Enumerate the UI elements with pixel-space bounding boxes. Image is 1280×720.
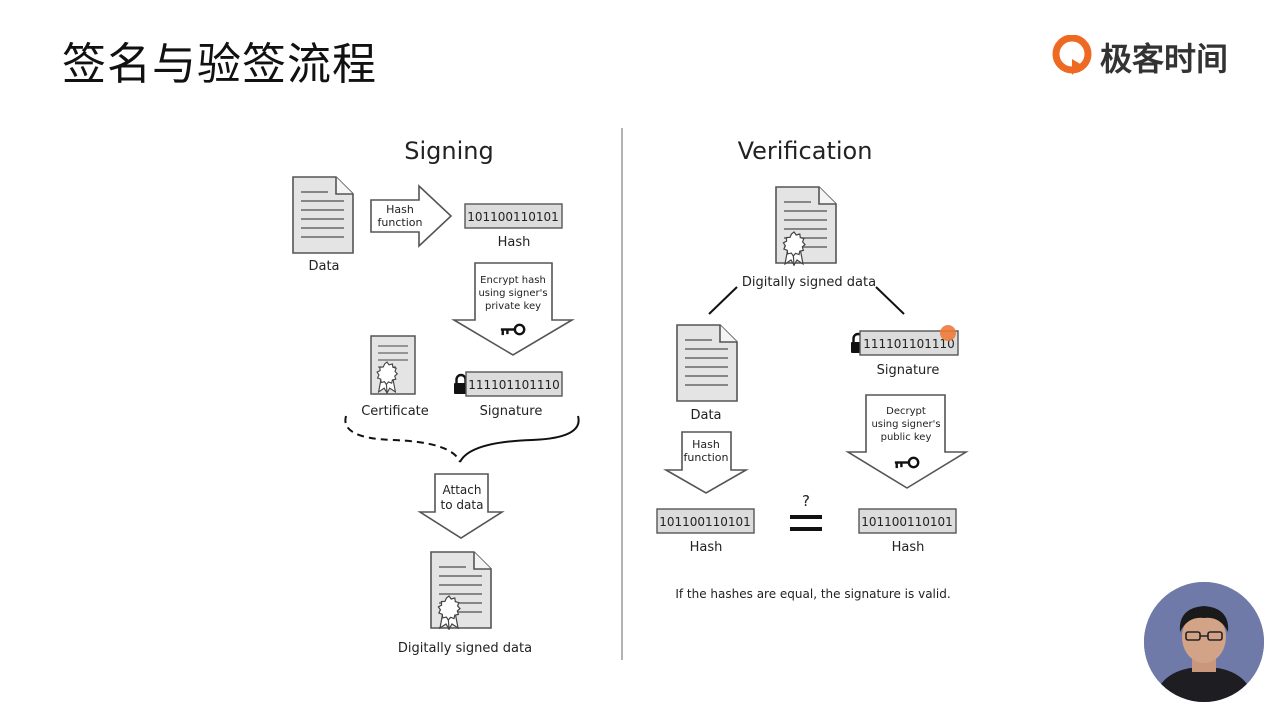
verification-signature-value: 111101101110: [863, 337, 955, 351]
signing-data-document-icon: [292, 176, 354, 254]
presenter-webcam: [1144, 582, 1264, 702]
signing-signature-value: 111101101110: [468, 378, 560, 392]
signing-signature-box: [465, 371, 563, 397]
equals-sign-bottom: [790, 527, 822, 531]
verification-hash-function-line2: function: [684, 451, 729, 464]
signing-hash-box: [464, 203, 563, 229]
signing-hash-value: 101100110101: [467, 210, 559, 224]
question-mark: ?: [802, 492, 810, 510]
verification-decrypt-line3: public key: [881, 432, 932, 443]
verification-data-document-icon: [676, 324, 738, 402]
verification-right-hash-value: 101100110101: [861, 515, 953, 529]
verification-signature-label: Signature: [877, 363, 940, 378]
verification-left-hash-label: Hash: [690, 540, 723, 555]
verification-signed-data-label: Digitally signed data: [742, 275, 876, 290]
signing-encrypt-line3: private key: [485, 301, 541, 312]
split-line-left: [708, 286, 738, 315]
presenter-video-icon: [1144, 582, 1264, 702]
signing-encrypt-line1: Encrypt hash: [480, 275, 546, 286]
verification-decrypt-line1: Decrypt: [886, 406, 926, 417]
equals-sign-top: [790, 515, 822, 519]
verification-hash-function-line1: Hash: [692, 438, 720, 451]
verification-right-hash-box: [858, 508, 957, 534]
combine-brace-solid: [459, 415, 580, 463]
signing-encrypt-arrow: [451, 262, 575, 356]
signing-signature-label: Signature: [480, 404, 543, 419]
verification-decrypt-arrow: [845, 394, 969, 489]
page-title: 签名与验签流程: [62, 39, 377, 90]
verification-hash-function-arrow: [663, 431, 749, 494]
verification-conclusion: If the hashes are equal, the signature i…: [675, 587, 950, 601]
verification-signed-document-icon: [775, 186, 837, 264]
signed-document-icon: [430, 551, 492, 629]
signing-hash-function-arrow: [370, 184, 453, 248]
verification-data-label: Data: [690, 408, 721, 423]
split-line-right: [875, 286, 905, 315]
attach-arrow: [417, 473, 505, 539]
signing-heading: Signing: [404, 137, 493, 165]
attach-line1: Attach: [443, 483, 482, 497]
signing-data-label: Data: [308, 259, 339, 274]
signing-signed-data-label: Digitally signed data: [398, 641, 532, 656]
certificate-label: Certificate: [361, 404, 429, 419]
verification-heading: Verification: [738, 137, 873, 165]
cursor-pointer-dot: [940, 325, 956, 341]
brand-name: 极客时间: [1100, 40, 1229, 78]
signing-hash-function-line1: Hash: [386, 203, 414, 216]
signing-hash-function-line2: function: [378, 216, 423, 229]
combine-brace-dashed: [344, 415, 461, 463]
brand-logo: 极客时间: [1052, 34, 1228, 80]
verification-left-hash-box: [656, 508, 755, 534]
verification-left-hash-value: 101100110101: [659, 515, 751, 529]
geektime-logo-icon: [1052, 35, 1092, 75]
signing-encrypt-line2: using signer's: [478, 288, 547, 299]
verification-right-hash-label: Hash: [892, 540, 925, 555]
verification-decrypt-line2: using signer's: [871, 419, 940, 430]
signing-hash-label: Hash: [498, 235, 531, 250]
attach-line2: to data: [441, 498, 484, 512]
